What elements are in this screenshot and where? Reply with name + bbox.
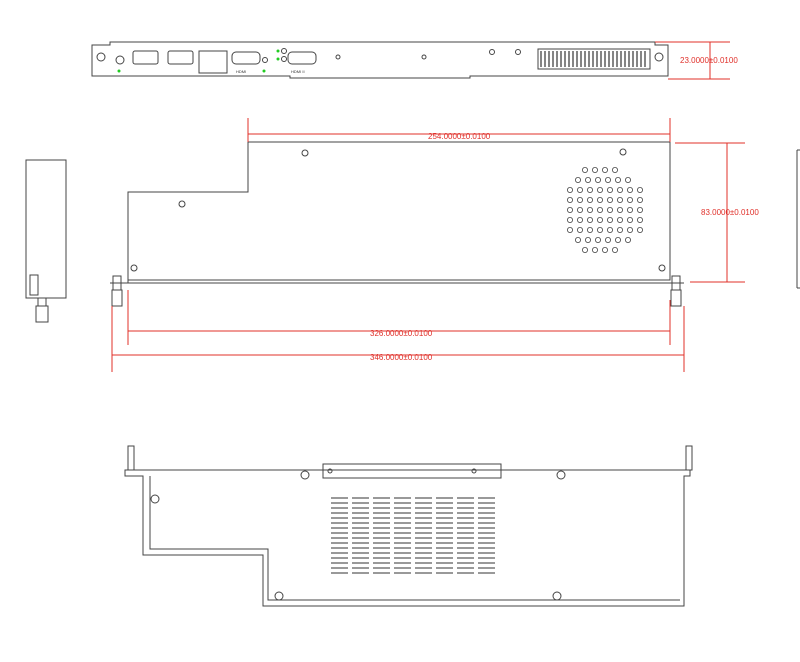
grille-hole	[605, 236, 612, 243]
hdmi-label: HDMI	[236, 69, 246, 74]
grille-hole	[627, 226, 634, 233]
grille-hole	[625, 176, 632, 183]
grille-hole	[617, 216, 624, 223]
grille-hole	[582, 166, 589, 173]
grille-hole	[597, 186, 604, 193]
grille-hole	[587, 206, 594, 213]
grille-hole	[617, 186, 624, 193]
grille-hole	[637, 206, 644, 213]
grille-hole	[597, 226, 604, 233]
grille-hole	[567, 206, 574, 213]
grille-hole	[577, 186, 584, 193]
grille-hole	[615, 176, 622, 183]
dimension-label-top-width: 254.0000±0.0100	[428, 132, 491, 141]
grille-hole	[627, 216, 634, 223]
grille-hole	[597, 196, 604, 203]
speaker-grille	[567, 166, 644, 253]
grille-hole	[615, 236, 622, 243]
grille-hole	[587, 186, 594, 193]
grille-hole	[585, 176, 592, 183]
grille-hole	[607, 186, 614, 193]
side-view	[110, 141, 684, 307]
grille-hole	[577, 206, 584, 213]
grille-hole	[567, 186, 574, 193]
grille-hole	[607, 196, 614, 203]
grille-hole	[605, 176, 612, 183]
end-view	[25, 149, 800, 323]
grille-hole	[625, 236, 632, 243]
grille-hole	[602, 166, 609, 173]
grille-hole	[577, 226, 584, 233]
grille-hole	[595, 236, 602, 243]
grille-hole	[585, 236, 592, 243]
grille-hole	[595, 176, 602, 183]
status-leds	[117, 49, 280, 73]
grille-hole	[567, 196, 574, 203]
grille-hole	[637, 226, 644, 233]
grille-hole	[627, 186, 634, 193]
bottom-view	[124, 445, 693, 607]
grille-hole	[627, 206, 634, 213]
grille-hole	[607, 216, 614, 223]
grille-hole	[592, 246, 599, 253]
grille-hole	[617, 196, 624, 203]
dimension-label-height-front: 23.0000±0.0100	[680, 56, 738, 65]
grille-hole	[567, 216, 574, 223]
grille-hole	[597, 216, 604, 223]
grille-hole	[587, 216, 594, 223]
grille-hole	[612, 166, 619, 173]
dimension-label-overall-length: 346.0000±0.0100	[370, 353, 433, 362]
grille-hole	[567, 226, 574, 233]
grille-hole	[577, 216, 584, 223]
grille-hole	[577, 196, 584, 203]
grille-hole	[607, 226, 614, 233]
grille-hole	[592, 166, 599, 173]
front-panel-view	[91, 41, 669, 79]
grille-hole	[627, 196, 634, 203]
grille-hole	[597, 206, 604, 213]
heatsink-vents	[331, 497, 495, 574]
hdmi2-label: HDMI II	[291, 69, 305, 74]
grille-hole	[607, 206, 614, 213]
grille-hole	[575, 236, 582, 243]
grille-hole	[587, 226, 594, 233]
dimension-label-side-height: 83.0000±0.0100	[701, 208, 759, 217]
dimension-front-height	[655, 41, 730, 80]
grille-hole	[637, 196, 644, 203]
dimension-lines-side	[111, 118, 745, 372]
grille-hole	[637, 216, 644, 223]
grille-hole	[637, 186, 644, 193]
dimension-label-inner-length: 326.0000±0.0100	[370, 329, 433, 338]
grille-hole	[617, 206, 624, 213]
grille-hole	[617, 226, 624, 233]
grille-hole	[575, 176, 582, 183]
front-vent-slots	[540, 51, 646, 67]
grille-hole	[612, 246, 619, 253]
grille-hole	[587, 196, 594, 203]
grille-hole	[602, 246, 609, 253]
grille-hole	[582, 246, 589, 253]
